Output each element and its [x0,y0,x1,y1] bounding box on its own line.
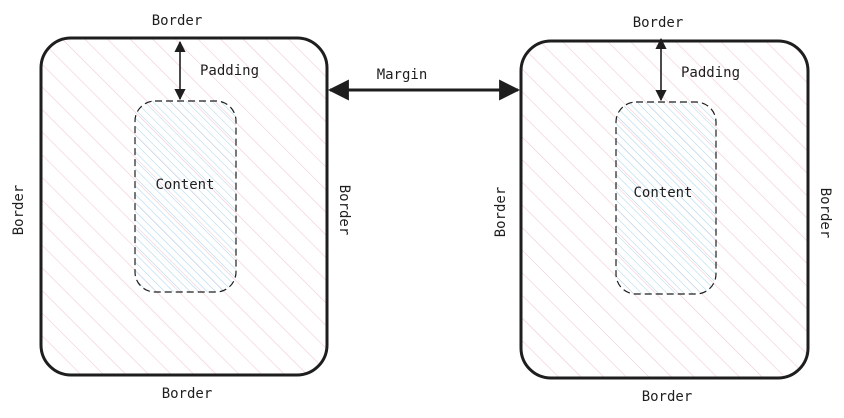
content-label-right: Content [633,185,692,201]
border-right-label-left: Border [336,185,352,236]
border-top-label-left: Border [152,13,203,29]
border-bottom-label-left: Border [162,386,213,402]
content-label-left: Content [155,177,214,193]
border-right-label-right: Border [817,188,833,239]
margin: Margin [327,67,521,101]
box-right: Border Border Border Border Padding Cont… [493,15,833,405]
border-left-label-left: Border [11,185,27,236]
margin-label: Margin [377,67,428,83]
padding-label-right: Padding [681,65,740,81]
content-box-right [615,101,717,295]
border-bottom-label-right: Border [642,389,693,405]
box-left: Border Border Border Border Padding Cont… [11,13,352,402]
border-top-label-right: Border [633,15,684,31]
padding-label-left: Padding [200,63,259,79]
content-box-left [134,100,237,293]
border-left-label-right: Border [493,187,509,238]
